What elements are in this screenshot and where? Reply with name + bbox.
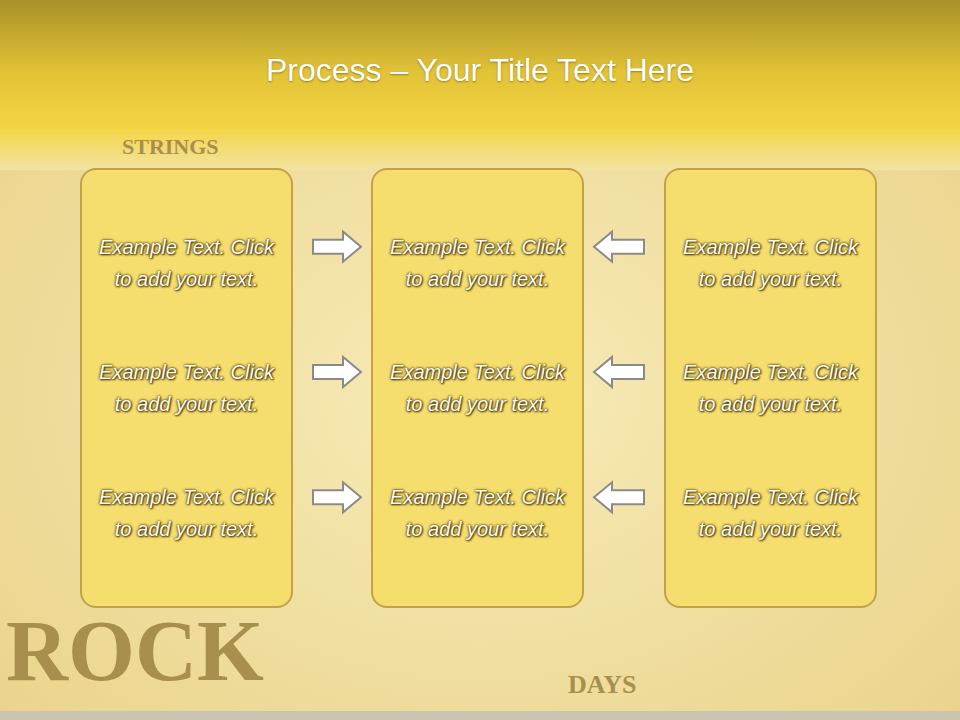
box-text: Example Text. Click to add your text. (678, 356, 863, 420)
process-box: Example Text. Click to add your text. Exa… (80, 168, 293, 608)
block-arrow (313, 357, 361, 387)
box-text: Example Text. Click to add your text. (385, 231, 570, 295)
box-text: Example Text. Click to add your text. (94, 231, 279, 295)
watermark-word: STRINGS (122, 136, 219, 158)
header-fade (0, 130, 960, 170)
block-arrow (594, 232, 644, 262)
slide-title: Process – Your Title Text Here (0, 52, 960, 89)
footer-strip (0, 711, 960, 720)
block-arrow (594, 482, 644, 512)
box-text: Example Text. Click to add your text. (678, 231, 863, 295)
header-band (0, 0, 960, 130)
box-text: Example Text. Click to add your text. (385, 481, 570, 545)
block-arrow (313, 232, 361, 262)
box-text: Example Text. Click to add your text. (94, 481, 279, 545)
process-box: Example Text. Click to add your text. Exa… (664, 168, 877, 608)
box-text: Example Text. Click to add your text. (94, 356, 279, 420)
block-arrow (313, 482, 361, 512)
box-text: Example Text. Click to add your text. (678, 481, 863, 545)
block-arrow (594, 357, 644, 387)
watermark-word: DAYS (568, 672, 636, 698)
box-text: Example Text. Click to add your text. (385, 356, 570, 420)
watermark-word: ROCK (6, 608, 264, 694)
process-box: Example Text. Click to add your text. Exa… (371, 168, 584, 608)
